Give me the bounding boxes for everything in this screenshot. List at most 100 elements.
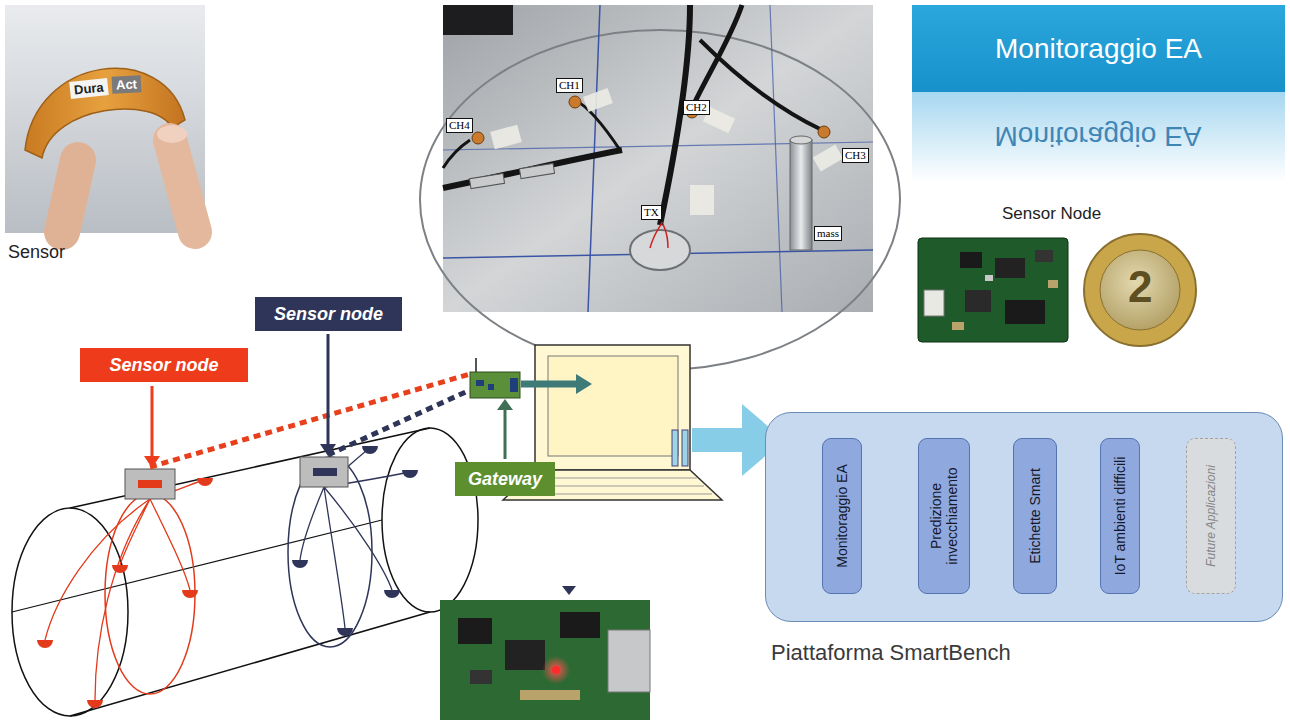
sensor-node-photo-part <box>924 290 944 316</box>
gateway-photo-part <box>608 630 650 692</box>
platform-panel: Piattaforma SmartBench Monitoraggio EA Pre… <box>765 412 1283 674</box>
banner-reflection-part <box>912 92 1285 182</box>
future-box: Future Applicazioni <box>1186 438 1236 594</box>
gateway-photo-part <box>440 600 650 720</box>
sensor-photo <box>5 5 205 233</box>
coin-value: 2 <box>1128 262 1152 312</box>
gateway-icon-part <box>488 384 494 390</box>
banner-reflection <box>912 92 1285 182</box>
cylinder-structure-part <box>313 468 337 476</box>
experiment-photo-part <box>443 140 470 168</box>
callout-text: Sensor node <box>109 354 218 376</box>
gateway-photo-part <box>470 670 492 684</box>
cylinder-structure-part <box>70 428 430 508</box>
pointer-arrows-part <box>151 386 154 458</box>
callout-text: Sensor node <box>274 303 383 325</box>
data-flow-arrows <box>521 374 784 476</box>
data-flow-arrows-part <box>576 374 592 394</box>
sensor-photo-part <box>170 140 195 232</box>
cylinder-structure-part <box>12 508 128 716</box>
experiment-photo-part <box>770 5 782 312</box>
experiment-photo-part <box>790 136 812 144</box>
sensor-node-photo-part <box>1048 280 1058 288</box>
application-box: Monitoraggio EA <box>822 438 862 594</box>
laptop-icon-part <box>672 430 678 466</box>
channel-tag: CH2 <box>683 100 710 115</box>
experiment-photo-part <box>469 173 504 188</box>
sensor-node-photo-part <box>1100 250 1180 330</box>
sensor-photo-part <box>157 125 187 143</box>
sensor-node-photo <box>918 234 1196 346</box>
cylinder-structure-part <box>12 520 382 612</box>
wireless-links-part <box>150 374 470 467</box>
sensor-node-photo-part <box>985 275 993 281</box>
callout-text: Gateway <box>468 468 542 490</box>
cylinder-structure <box>12 428 478 716</box>
application-box: Etichette Smart <box>1013 438 1057 594</box>
sensor-node-photo-part <box>1084 234 1196 346</box>
gateway-photo-part <box>560 612 600 638</box>
gateway-icon-part <box>476 380 484 386</box>
cylinder-structure-part <box>300 448 410 628</box>
gateway-photo-part <box>520 690 580 700</box>
gateway-icon <box>470 358 520 398</box>
platform-heading: Piattaforma SmartBench <box>771 640 1011 666</box>
gateway-icon-part <box>510 378 518 392</box>
cylinder-structure-part <box>125 469 175 499</box>
cylinder-structure-part <box>37 478 213 708</box>
sensor-node-photo-part <box>918 238 1068 342</box>
title-reflection: Monitoraggio EA <box>995 120 1202 152</box>
experiment-photo-part <box>490 125 522 150</box>
gateway-icon-part <box>475 358 477 372</box>
sensor-brand: Act <box>112 75 142 93</box>
cylinder-structure-part <box>288 457 372 647</box>
pointer-arrows-part <box>144 456 160 468</box>
wireless-links <box>150 374 470 467</box>
callout-box: Sensor node <box>80 348 248 382</box>
experiment-photo-part <box>443 5 873 312</box>
sensor-photo-part <box>5 5 205 233</box>
photo-caption: Sensor <box>8 242 65 263</box>
mass-tag: mass <box>814 226 842 241</box>
experiment-photo-part <box>660 5 690 225</box>
wireless-links-part <box>328 390 470 455</box>
sensor-node-photo-part <box>1005 300 1045 324</box>
experiment-photo-part <box>472 132 484 144</box>
experiment-photo-part <box>569 96 581 108</box>
cylinder-structure-part <box>292 446 418 636</box>
cylinder-structure-part <box>45 480 205 700</box>
gateway-photo-part <box>542 656 570 684</box>
pointer-arrows-part <box>504 408 507 459</box>
title-banner: Monitoraggio EA <box>912 5 1285 92</box>
data-flow-arrows-part <box>692 428 744 452</box>
experiment-photo-part <box>690 185 714 215</box>
laptop-icon-part <box>682 430 688 466</box>
callout-box: Sensor node <box>255 297 402 331</box>
experiment-photo-part <box>630 230 690 270</box>
laptop-icon-part <box>535 345 690 470</box>
gateway-photo-part <box>458 618 492 644</box>
experiment-photo <box>420 5 900 370</box>
experiment-photo-part <box>650 222 668 248</box>
data-flow-arrows-part <box>521 381 578 388</box>
sensor-node-photo-part <box>1035 250 1053 262</box>
application-text: IoT ambienti difficili <box>1112 446 1128 586</box>
cylinder-structure-part <box>138 480 162 488</box>
application-text: Predizione invecchiamento <box>928 446 960 586</box>
experiment-photo-part <box>583 88 613 112</box>
sensor-node-photo-part <box>965 290 991 312</box>
banner-text: Monitoraggio EA <box>995 33 1202 65</box>
gateway-photo-part <box>552 666 560 674</box>
application-box: Predizione invecchiamento <box>918 438 970 594</box>
transmitter-tag: TX <box>641 205 662 220</box>
pointer-arrows-part <box>320 444 336 456</box>
experiment-photo-part <box>519 163 554 178</box>
channel-tag: CH4 <box>446 118 473 133</box>
laptop-icon-part <box>548 356 678 456</box>
sensor-photo-part <box>62 160 78 232</box>
sensor-node-photo-part <box>952 322 964 330</box>
channel-tag: CH3 <box>842 148 869 163</box>
channel-tag: CH1 <box>556 78 583 93</box>
gateway-icon-part <box>470 372 520 398</box>
future-text: Future Applicazioni <box>1203 446 1219 586</box>
